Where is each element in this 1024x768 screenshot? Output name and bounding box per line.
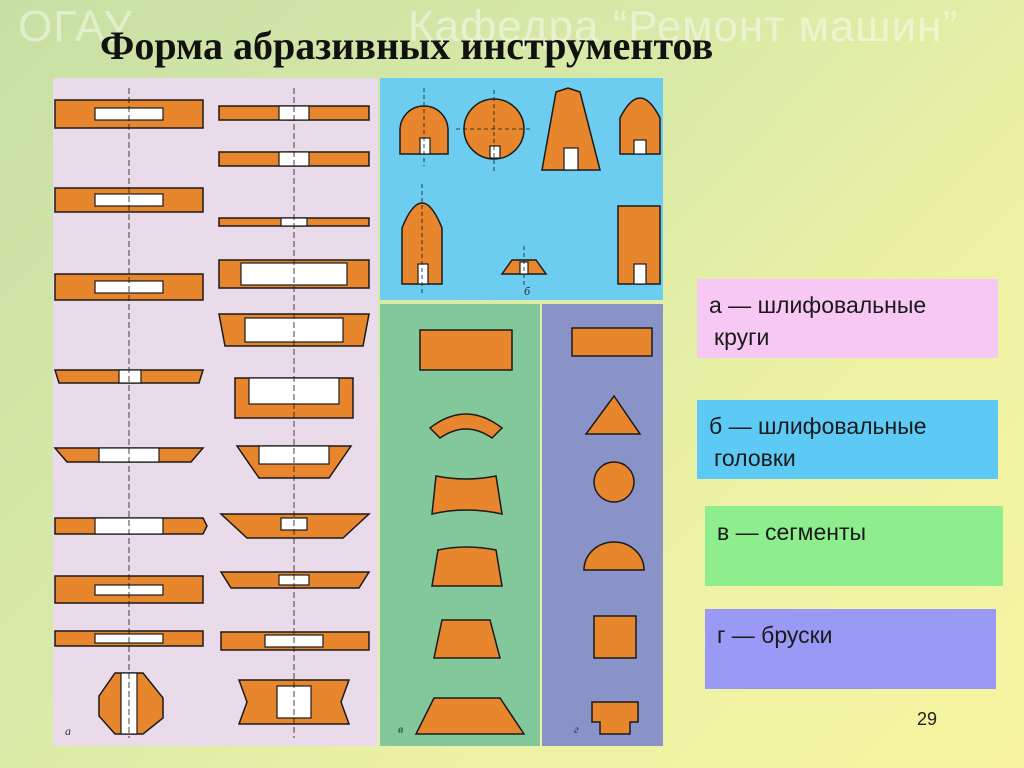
panel-v-label: в (398, 722, 404, 736)
legend-line: круги (714, 324, 770, 350)
head-bore (489, 145, 501, 159)
panel-a-label: а (65, 724, 71, 738)
segment-shape (431, 546, 503, 587)
legend-line: в — сегменты (717, 519, 867, 545)
bar-shape (583, 541, 645, 571)
segment-shape (431, 475, 503, 515)
head-bore (417, 263, 429, 285)
panel-b-label: б (524, 284, 531, 298)
panel-grinding-heads: б (380, 78, 663, 300)
legend-line: б — шлифовальные (709, 413, 927, 439)
head-bore (633, 139, 647, 155)
wheel-bore (258, 445, 330, 465)
legend-grinding-heads: б — шлифовальные головки (697, 400, 998, 479)
legend-line: г — бруски (717, 622, 833, 648)
panel-segments: в (380, 304, 540, 746)
head-profile (619, 97, 661, 155)
head-bore (633, 263, 647, 285)
bar-shape (593, 461, 635, 503)
legend-grinding-wheels: а — шлифовальные круги (697, 279, 998, 358)
bar-shape (584, 394, 642, 435)
legend-line: а — шлифовальные (709, 292, 927, 318)
panel-grinding-wheels: а (53, 78, 378, 746)
wheel-bore (244, 317, 344, 343)
panel-bars: г (542, 304, 663, 746)
head-profile (541, 87, 601, 171)
watermark-left: ОГАУ (18, 2, 133, 51)
bar-shape (571, 327, 653, 357)
bar-shape (591, 701, 639, 735)
segment-shape (433, 619, 501, 659)
page-number: 29 (917, 709, 938, 729)
head-bore (419, 137, 431, 155)
slide-title: Форма абразивных инструментов (100, 23, 714, 68)
legend-segments: в — сегменты (705, 506, 1003, 586)
watermark-right: Кафедра “Ремонт машин” (408, 2, 959, 51)
wheel-bore (118, 369, 142, 384)
legend-line: головки (714, 445, 796, 471)
grinding-heads-drawing (399, 87, 661, 294)
segment-shape (428, 413, 504, 439)
panel-g-label: г (574, 722, 579, 736)
grinding-wheels-drawing (53, 88, 371, 738)
bar-shape (593, 615, 637, 659)
segment-shape (419, 329, 513, 371)
bars-drawing (571, 327, 653, 735)
head-bore (563, 147, 579, 171)
segments-drawing (414, 329, 526, 735)
segment-shape (414, 697, 526, 735)
legend-bars: г — бруски (705, 609, 996, 689)
